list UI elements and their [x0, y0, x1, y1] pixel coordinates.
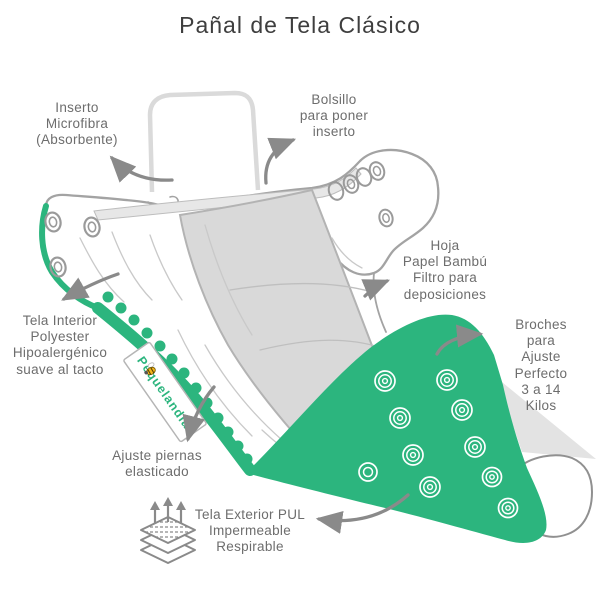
snap-button-icon — [389, 407, 411, 429]
microfiber-insert — [147, 90, 261, 193]
label-inserto-microfibra: Inserto Microfibra (Absorbente) — [36, 100, 118, 148]
label-ajuste-piernas: Ajuste piernas elasticado — [112, 448, 202, 480]
snap-button-icon — [374, 370, 396, 392]
snap-button-icon — [497, 497, 519, 519]
arrow-to-tela-exterior — [315, 493, 410, 534]
snap-button-icon — [358, 462, 378, 482]
snap-button-icon — [327, 181, 345, 201]
page-title: Pañal de Tela Clásico — [179, 12, 421, 38]
snap-button-icon — [402, 444, 424, 466]
pointer-arrows — [61, 137, 484, 534]
label-broches: Broches para Ajuste Perfecto 3 a 14 Kilo… — [514, 317, 568, 413]
arrow-to-hoja — [361, 279, 391, 301]
pocket-opening — [93, 167, 362, 221]
snap-button-icon — [451, 399, 473, 421]
shell-snaps — [358, 369, 519, 519]
snap-button-icon — [464, 436, 486, 458]
snap-button-icon — [378, 208, 394, 228]
snap-button-icon — [436, 369, 458, 391]
snap-button-icon — [419, 476, 441, 498]
snap-button-icon — [368, 161, 386, 181]
arrow-to-ajuste — [182, 385, 216, 443]
folded-corner — [497, 378, 596, 459]
snap-button-icon — [83, 216, 101, 238]
right-wing-snaps — [327, 161, 394, 228]
arrow-to-broches — [435, 324, 484, 356]
arrow-to-tela-interior — [61, 272, 120, 301]
label-tela-interior: Tela Interior Polyester Hipoalergénico s… — [12, 313, 108, 377]
pul-shell — [246, 314, 547, 543]
arrow-to-bolsillo — [264, 137, 297, 185]
arrow-to-inserto — [109, 155, 174, 183]
breathable-fabric-icon — [140, 497, 196, 564]
snap-button-icon — [44, 211, 62, 233]
elastic-scallops — [102, 291, 253, 465]
label-tela-exterior-pul: Tela Exterior PUL Impermeable Respirable — [194, 507, 306, 555]
snap-button-icon — [49, 256, 67, 278]
snap-button-icon — [481, 466, 503, 488]
label-hoja-papel-bambu: Hoja Papel Bambú Filtro para deposicione… — [402, 238, 488, 302]
bee-icon — [144, 362, 156, 376]
left-wing-snaps — [44, 211, 101, 278]
label-bolsillo: Bolsillo para poner inserto — [299, 92, 369, 140]
